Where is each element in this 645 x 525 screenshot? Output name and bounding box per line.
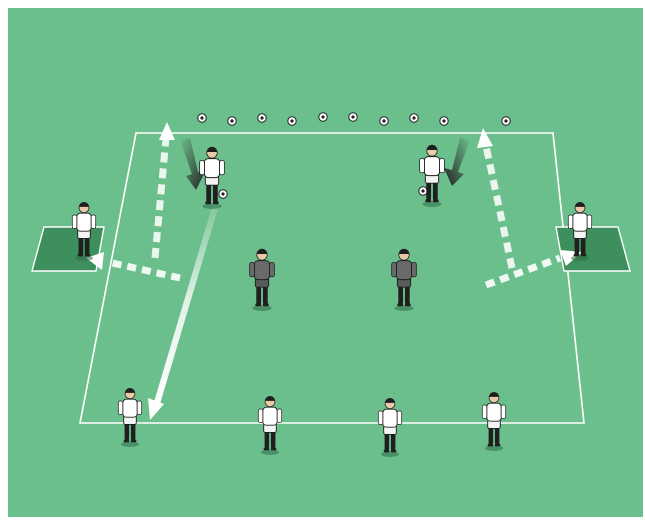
soccer-ball-icon: [319, 113, 327, 121]
soccer-ball-icon: [349, 113, 357, 121]
soccer-ball-icon: [380, 117, 388, 125]
soccer-ball-icon: [198, 114, 206, 122]
soccer-ball-icon: [228, 117, 236, 125]
soccer-ball-icon: [258, 114, 266, 122]
end-zone-left: [32, 227, 104, 271]
soccer-ball-icon: [502, 117, 510, 125]
soccer-ball-icon: [440, 117, 448, 125]
soccer-ball-icon: [288, 117, 296, 125]
soccer-ball-icon: [419, 187, 427, 195]
soccer-ball-icon: [219, 190, 227, 198]
soccer-ball-icon: [410, 114, 418, 122]
